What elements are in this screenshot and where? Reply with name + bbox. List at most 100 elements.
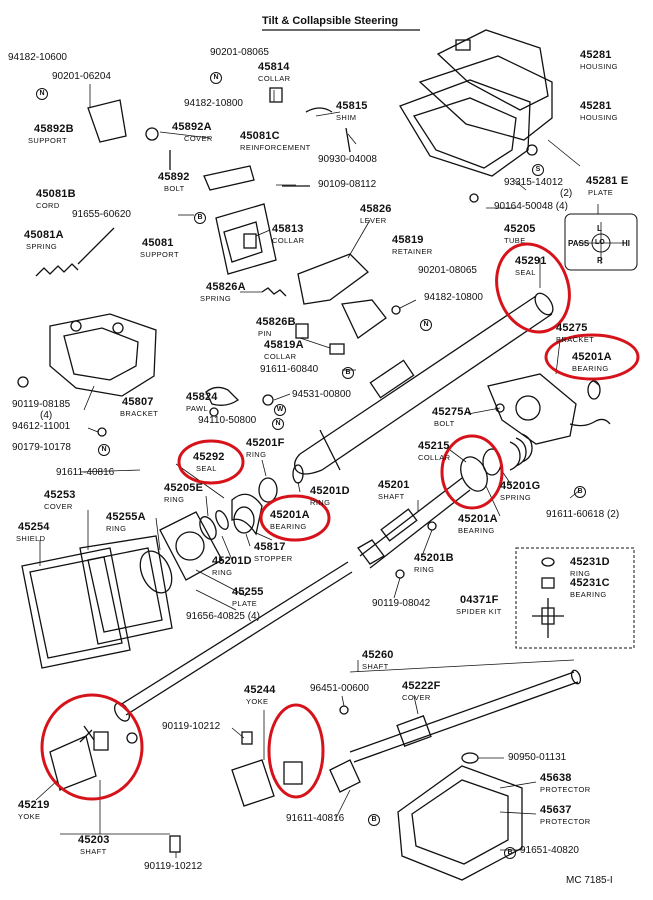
label-45826-name: LEVER <box>360 216 387 225</box>
label-45201: 45201 <box>378 479 410 491</box>
label-90109-08112: 90109-08112 <box>318 179 377 190</box>
label-45255A: 45255A <box>106 511 146 523</box>
label-45219: 45219 <box>18 799 50 811</box>
label-45892B-name: SUPPORT <box>28 136 67 145</box>
label-94531-00800: 94531-00800 <box>292 389 351 400</box>
label-45215: 45215 <box>418 440 450 452</box>
label-45255A-name: RING <box>106 524 127 533</box>
label-90930-04008: 90930-04008 <box>318 154 377 165</box>
label-45260-name: SHAFT <box>362 662 389 671</box>
label-45638: 45638 <box>540 772 572 784</box>
label-45275A: 45275A <box>432 406 472 418</box>
label-45201D-b: 45201D <box>212 555 252 567</box>
label-45205: 45205 <box>504 223 536 235</box>
highlight-45201A-bearing-low <box>259 494 331 542</box>
label-91655-60620: 91655-60620 <box>72 209 131 220</box>
highlight-circles <box>40 242 640 801</box>
label-90950-01131: 90950-01131 <box>508 752 567 763</box>
label-45826A: 45826A <box>206 281 246 293</box>
n-symbol: N <box>420 317 432 333</box>
label-45813: 45813 <box>272 223 304 235</box>
label-94612-11001: 94612-11001 <box>12 421 71 432</box>
label-96451-00600: 96451-00600 <box>310 683 369 694</box>
bracket-45807 <box>49 313 157 397</box>
n-symbol: N <box>98 442 110 458</box>
label-93315-14012-qty: (2) <box>560 188 573 199</box>
plate-dir-down: R <box>597 256 603 265</box>
label-94182-10800a: 94182-10800 <box>184 98 243 109</box>
label-45292-name: SEAL <box>196 464 217 473</box>
label-45892-name: BOLT <box>164 184 185 193</box>
label-45814-name: COLLAR <box>258 74 291 83</box>
plate-dir-center: LO <box>595 239 605 246</box>
label-45219-name: YOKE <box>18 812 41 821</box>
ring-stack <box>199 464 304 540</box>
label-45892: 45892 <box>158 171 190 183</box>
n-symbol: N <box>272 416 284 432</box>
label-45819A: 45819A <box>264 339 304 351</box>
label-90119-10212a: 90119-10212 <box>162 721 221 732</box>
label-45824: 45824 <box>186 391 218 403</box>
label-91656-40825: 91656-40825 (4) <box>186 611 260 622</box>
label-45254-name: SHIELD <box>16 534 46 543</box>
highlight-45201A-bearing-top <box>544 333 640 381</box>
label-45201A-mid-name: BEARING <box>458 526 495 535</box>
label-90164-50048: 90164-50048 (4) <box>494 201 568 212</box>
label-45203-name: SHAFT <box>80 847 107 856</box>
b-symbol: B <box>194 210 206 226</box>
label-45817: 45817 <box>254 541 286 553</box>
label-04371F-name: SPIDER KIT <box>456 607 502 616</box>
label-45253-name: COVER <box>44 502 73 511</box>
label-45222F-name: COVER <box>402 693 431 702</box>
label-45281b-name: HOUSING <box>580 113 618 122</box>
b-symbol: B <box>342 365 354 381</box>
label-45817-name: STOPPER <box>254 554 293 563</box>
column-tube <box>294 292 554 475</box>
label-45201A-low: 45201A <box>270 509 310 521</box>
label-45254: 45254 <box>18 521 50 533</box>
label-90119-10212b: 90119-10212 <box>144 861 203 872</box>
label-45826B-name: PIN <box>258 329 272 338</box>
label-91611-40816a: 91611-40816 <box>56 467 115 478</box>
label-45807: 45807 <box>122 396 154 408</box>
label-45275A-name: BOLT <box>434 419 455 428</box>
cover-45253 <box>21 535 173 669</box>
label-90201-08065a: 90201-08065 <box>210 47 269 58</box>
label-45081A: 45081A <box>24 229 64 241</box>
label-45819: 45819 <box>392 234 424 246</box>
label-90119-08185-qty: (4) <box>40 410 53 421</box>
label-45201D-a: 45201D <box>310 485 350 497</box>
label-45892A: 45892A <box>172 121 212 133</box>
label-45081C-name: REINFORCEMENT <box>240 143 311 152</box>
label-45637-name: PROTECTOR <box>540 817 591 826</box>
label-94110-50800: 94110-50800 <box>198 415 257 426</box>
label-45291-name: SEAL <box>515 268 536 277</box>
label-45815: 45815 <box>336 100 368 112</box>
plate-45281E <box>564 213 638 271</box>
label-45201A-mid: 45201A <box>458 513 498 525</box>
n-symbol: N <box>210 70 222 86</box>
highlight-45291-seal <box>495 242 571 334</box>
label-45815-name: SHIM <box>336 113 357 122</box>
label-90201-06204: 90201-06204 <box>52 71 111 82</box>
label-45201G-name: SPRING <box>500 493 532 502</box>
footer-code: MC 7185-I <box>566 875 613 886</box>
label-90201-08065b: 90201-08065 <box>418 265 477 276</box>
label-45231D: 45231D <box>570 556 610 568</box>
label-45255: 45255 <box>232 586 264 598</box>
plate-45255 <box>139 511 223 594</box>
label-45826B: 45826B <box>256 316 296 328</box>
label-45201A-top: 45201A <box>572 351 612 363</box>
label-91651-40820: 91651-40820 <box>520 845 579 856</box>
label-45215-name: COLLAR <box>418 453 451 462</box>
label-45826: 45826 <box>360 203 392 215</box>
label-45281a-name: HOUSING <box>580 62 618 71</box>
label-91611-60618: 91611-60618 (2) <box>546 509 620 520</box>
yoke-45219 <box>49 725 253 853</box>
label-45231C-name: BEARING <box>570 590 607 599</box>
b-symbol: B <box>368 812 380 828</box>
label-45205E-name: RING <box>164 495 185 504</box>
label-45275: 45275 <box>556 322 588 334</box>
plate-dir-right: HI <box>622 239 630 248</box>
